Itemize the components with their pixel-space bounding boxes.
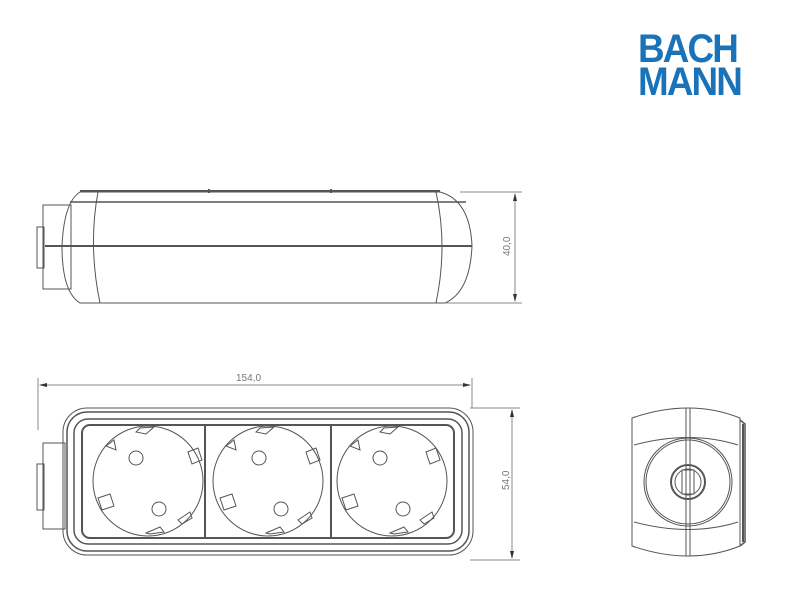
length-label: 154,0	[236, 373, 261, 384]
logo-line-1: BACH	[638, 27, 739, 71]
side-view	[36, 189, 473, 304]
side-left-inner-curve	[92, 191, 101, 304]
top-cable-entry	[42, 442, 66, 530]
side-height-dimension	[445, 191, 522, 304]
length-dimension	[37, 378, 473, 430]
width-label: 54,0	[501, 470, 512, 490]
top-view	[36, 407, 474, 556]
side-height-label: 40,0	[502, 236, 513, 256]
socket-2	[212, 425, 324, 537]
bachmann-logo: BACH MANN	[638, 27, 743, 104]
side-body-outline	[61, 191, 473, 304]
socket-1	[92, 425, 204, 537]
socket-3	[336, 425, 448, 537]
cable-entry-plug	[36, 226, 45, 269]
end-cable-slot	[681, 469, 695, 495]
side-right-inner-curve	[435, 191, 443, 304]
width-dimension	[470, 407, 520, 561]
top-cable-plug	[36, 463, 45, 511]
logo-line-2: MANN	[638, 60, 743, 104]
end-view	[631, 407, 746, 557]
top-body-outer	[62, 407, 474, 556]
